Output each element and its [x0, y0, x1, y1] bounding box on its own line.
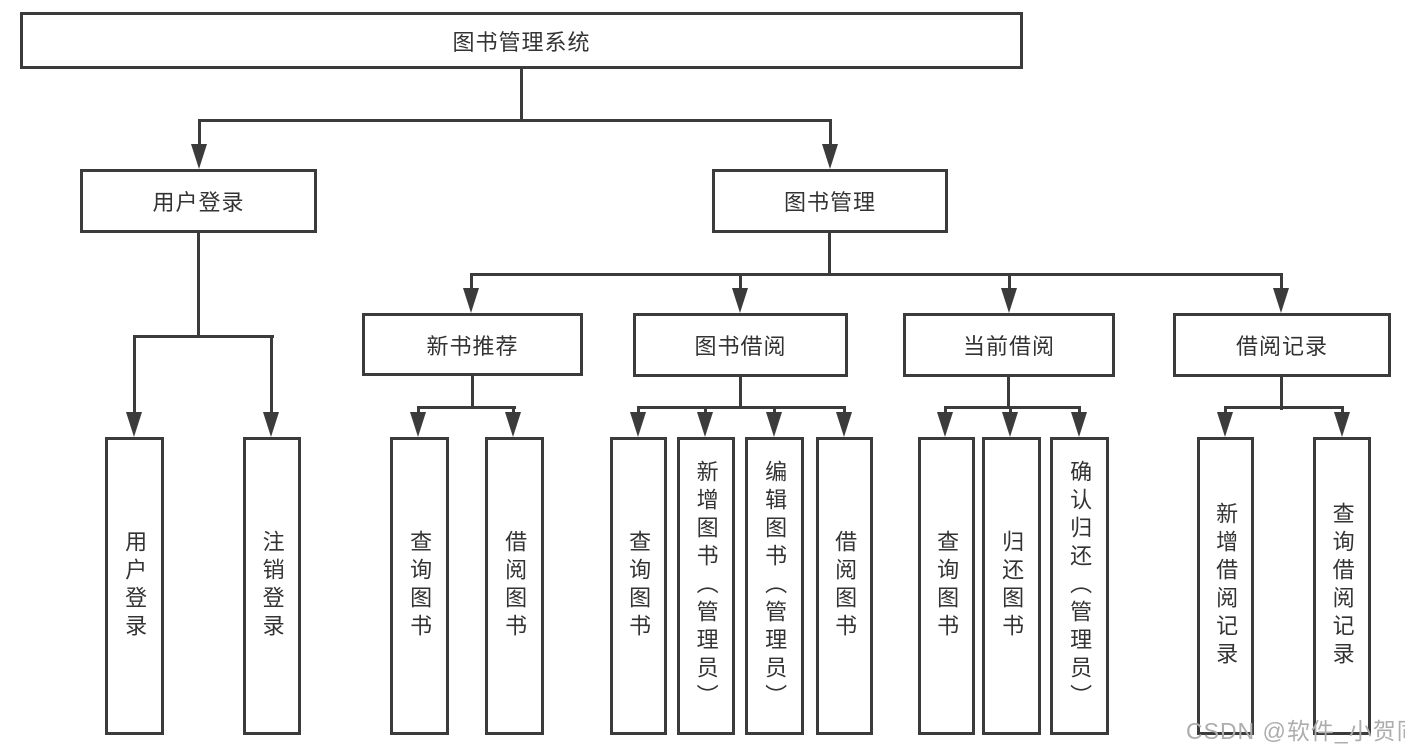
- connector-line: [1341, 406, 1344, 414]
- connector-arrowhead: [191, 144, 207, 169]
- node-root: 图书管理系统: [20, 12, 1023, 69]
- connector-arrowhead: [1217, 412, 1233, 437]
- connector-line: [133, 335, 136, 414]
- connector-line: [1280, 375, 1283, 410]
- connector-line: [270, 335, 273, 414]
- connector-arrowhead: [463, 288, 479, 313]
- leaf-borrow-add-books-admin: 新增图书（管理员）: [677, 437, 735, 735]
- connector-line: [944, 406, 947, 414]
- leaf-current-confirm-return-admin: 确认归还（管理员）: [1050, 437, 1109, 735]
- connector-line: [471, 375, 474, 409]
- watermark: CSDN @软件_小贺同学: [1186, 718, 1405, 744]
- connector-line: [637, 406, 846, 409]
- connector-arrowhead: [630, 412, 646, 437]
- connector-arrowhead: [1273, 288, 1289, 313]
- connector-line: [470, 273, 1283, 276]
- connector-line: [944, 406, 1081, 409]
- connector-line: [829, 119, 832, 146]
- connector-line: [1078, 406, 1081, 414]
- leaf-borrow-query-books: 查询图书: [610, 437, 667, 735]
- connector-line: [637, 406, 640, 414]
- connector-arrowhead: [1002, 412, 1018, 437]
- connector-line: [739, 273, 742, 291]
- connector-arrowhead: [766, 412, 782, 437]
- connector-arrowhead: [822, 144, 838, 169]
- connector-line: [828, 231, 831, 276]
- connector-arrowhead: [1001, 288, 1017, 313]
- leaf-records-query-record: 查询借阅记录: [1313, 437, 1371, 735]
- node-book-management: 图书管理: [712, 169, 948, 233]
- connector-line: [197, 231, 200, 338]
- connector-arrowhead: [263, 412, 279, 437]
- connector-line: [512, 406, 515, 414]
- connector-arrowhead: [937, 412, 953, 437]
- connector-line: [1280, 273, 1283, 291]
- connector-line: [198, 119, 201, 146]
- leaf-current-return-books: 归还图书: [982, 437, 1041, 735]
- leaf-logout: 注销登录: [243, 437, 301, 735]
- connector-line: [843, 406, 846, 414]
- leaf-borrow-edit-books-admin: 编辑图书（管理员）: [745, 437, 804, 735]
- connector-arrowhead: [1071, 412, 1087, 437]
- connector-arrowhead: [1334, 412, 1350, 437]
- connector-line: [417, 406, 516, 409]
- connector-line: [417, 406, 420, 414]
- node-borrow-records: 借阅记录: [1173, 313, 1391, 377]
- leaf-borrow-borrow-books: 借阅图书: [816, 437, 873, 735]
- connector-arrowhead: [126, 412, 142, 437]
- connector-line: [739, 375, 742, 409]
- connector-arrowhead: [505, 412, 521, 437]
- node-current-borrow: 当前借阅: [903, 313, 1115, 377]
- connector-line: [1007, 375, 1010, 409]
- leaf-recommend-query-books: 查询图书: [390, 437, 449, 735]
- connector-line: [133, 335, 274, 338]
- connector-line: [520, 66, 523, 122]
- connector-line: [1224, 406, 1227, 414]
- connector-line: [1224, 406, 1344, 409]
- leaf-current-query-books: 查询图书: [918, 437, 975, 735]
- connector-line: [1008, 273, 1011, 291]
- connector-line: [470, 273, 473, 291]
- leaf-records-add-record: 新增借阅记录: [1197, 437, 1254, 735]
- node-book-borrow: 图书借阅: [633, 313, 848, 377]
- connector-line: [704, 406, 707, 414]
- leaf-recommend-borrow-books: 借阅图书: [485, 437, 544, 735]
- leaf-user-login: 用户登录: [105, 437, 164, 735]
- connector-line: [1009, 406, 1012, 414]
- connector-arrowhead: [732, 288, 748, 313]
- node-new-book-recommend: 新书推荐: [362, 313, 583, 376]
- connector-arrowhead: [410, 412, 426, 437]
- connector-line: [773, 406, 776, 414]
- connector-arrowhead: [697, 412, 713, 437]
- connector-arrowhead: [836, 412, 852, 437]
- node-user-login: 用户登录: [80, 169, 317, 233]
- connector-line: [198, 119, 832, 122]
